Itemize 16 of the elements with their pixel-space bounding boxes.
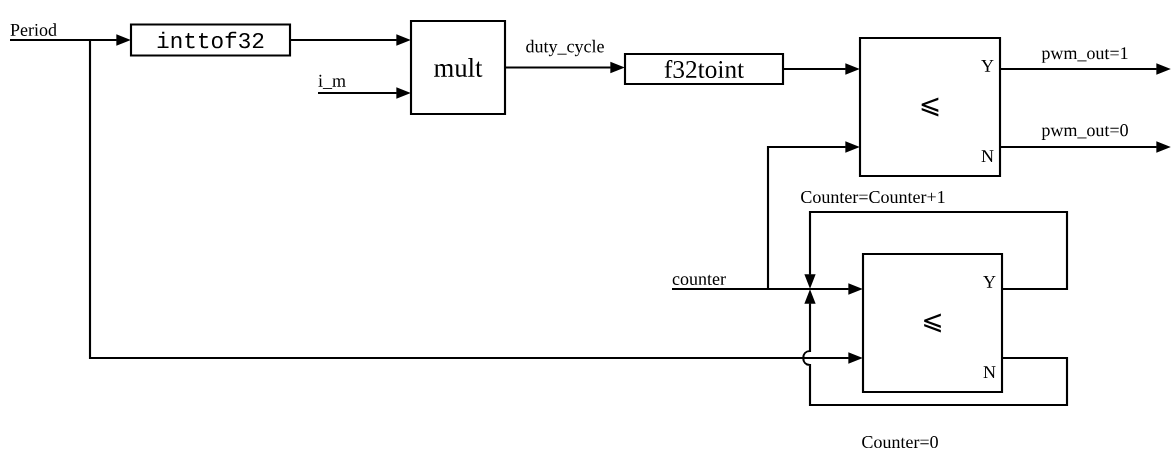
edge-label: Counter=Counter+1 xyxy=(799,189,947,205)
edge-label: pwm_out=1 xyxy=(1040,45,1130,65)
edge-label: Counter=0 xyxy=(860,434,940,450)
port-label: Y xyxy=(983,276,996,288)
arrow xyxy=(804,210,1069,291)
port-label: N xyxy=(983,366,996,378)
function-box: mult xyxy=(409,19,507,116)
input-label: Period xyxy=(10,23,57,36)
function-box: inttof32 xyxy=(129,23,292,57)
port-label: N xyxy=(981,150,994,162)
function-box: f32toint xyxy=(623,52,785,86)
edge-label: pwm_out=0 xyxy=(1040,122,1130,142)
input-label: counter xyxy=(672,274,726,285)
port-label: Y xyxy=(981,60,994,72)
edge-label: duty_cycle xyxy=(524,38,606,58)
input-label: i_m xyxy=(318,74,346,89)
